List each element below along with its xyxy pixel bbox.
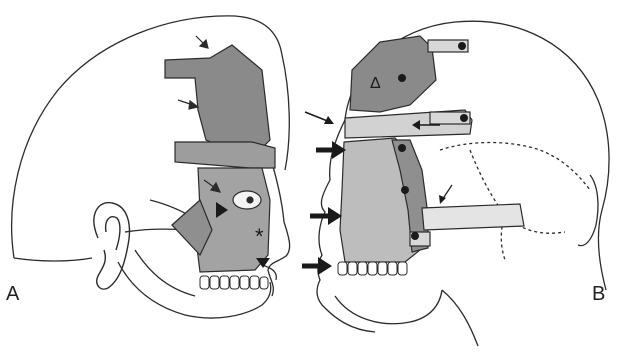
panel-a-orbit <box>233 191 261 209</box>
panel-a-frontal-graft <box>165 45 270 155</box>
panel-a-asterisk: * <box>255 224 264 249</box>
panel-a-mandible-inner <box>135 250 195 296</box>
panel-a-teeth <box>200 276 268 289</box>
panel-a-ear <box>94 203 129 289</box>
panel-b-delta: Δ <box>370 75 381 92</box>
panel-label-b: B <box>592 283 605 306</box>
panel-a-orbital-bar-graft <box>175 142 275 168</box>
panel-a-skull-base <box>14 258 92 261</box>
panel-b-ear <box>578 175 598 246</box>
panel-b-neck <box>442 290 478 346</box>
panel-b-grafts <box>340 36 524 262</box>
panel-b-mandible <box>335 290 442 324</box>
panel-b-suture-1 <box>440 143 590 191</box>
panel-label-a: A <box>6 283 19 306</box>
panel-b-teeth <box>338 262 407 275</box>
panel-a-facial-profile <box>268 150 290 296</box>
panel-b-zygomatic-strut <box>422 204 524 230</box>
panel-b-frontal-graft <box>350 36 436 112</box>
